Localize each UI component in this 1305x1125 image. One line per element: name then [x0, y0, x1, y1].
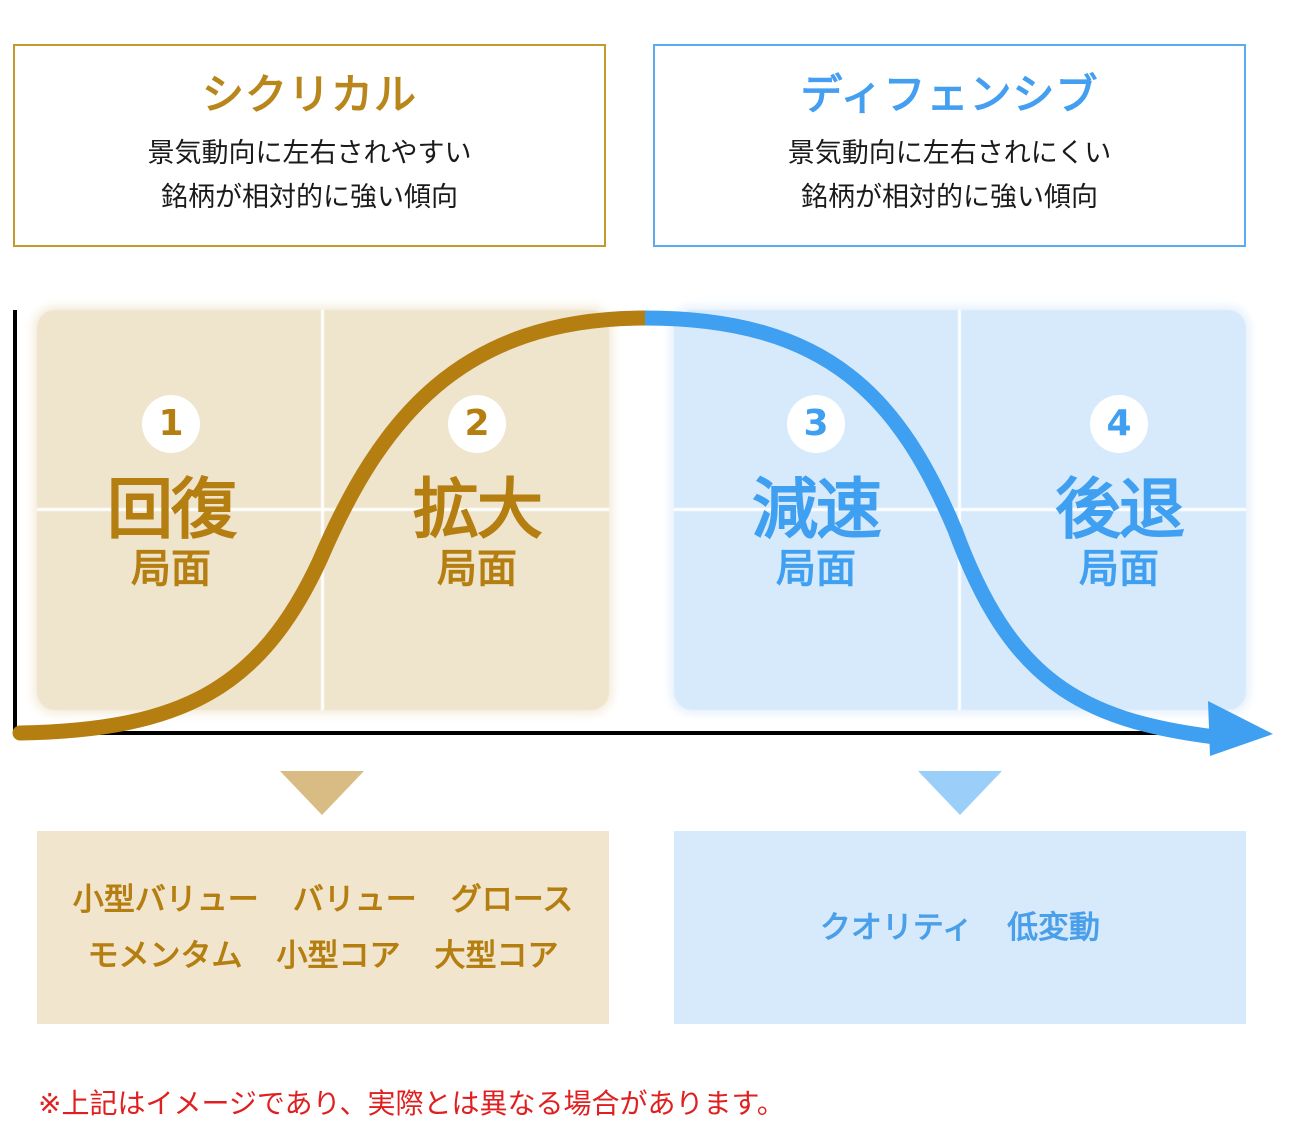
defensive-title: ディフェンシブ	[800, 70, 1099, 119]
defensive-curve	[644, 310, 1216, 745]
factor-row: モメンタム 小型コア 大型コア	[88, 928, 559, 984]
phase-recession: 4 後退 局面	[1019, 395, 1219, 593]
factor-tag: クオリティ	[819, 909, 974, 946]
down-arrow-icon	[280, 771, 364, 815]
defensive-phase-panel	[674, 310, 1246, 710]
phase-expansion: 2 拡大 局面	[377, 395, 577, 593]
panel-divider-horizontal	[37, 508, 609, 511]
factor-tag: バリュー	[292, 881, 417, 918]
factor-tag: グロース	[450, 881, 574, 918]
phase-slowdown: 3 減速 局面	[716, 395, 916, 593]
factor-tag: 小型コア	[276, 937, 401, 974]
phase-name: 拡大	[413, 471, 543, 548]
cyclical-title: シクリカル	[201, 70, 417, 119]
phase-number-badge: 4	[1090, 395, 1148, 453]
cyclical-curve	[12, 310, 653, 741]
phase-recovery: 1 回復 局面	[71, 395, 271, 593]
cyclical-factors-box: 小型バリュー バリュー グロース モメンタム 小型コア 大型コア	[37, 831, 609, 1024]
cyclical-desc-line-1: 景気動向に左右されやすい	[147, 138, 472, 169]
phase-number-badge: 3	[787, 395, 845, 453]
cyclical-desc-line-2: 銘柄が相対的に強い傾向	[161, 182, 458, 213]
factor-tag: 小型バリュー	[72, 881, 259, 918]
phase-name: 減速	[752, 471, 882, 548]
phase-suffix: 局面	[131, 546, 211, 592]
phase-suffix: 局面	[1079, 546, 1159, 592]
phase-number-badge: 2	[448, 395, 506, 453]
phase-name: 回復	[107, 471, 237, 548]
business-cycle-curve	[12, 310, 1273, 756]
panel-divider-horizontal	[674, 508, 1246, 511]
phase-name: 後退	[1055, 471, 1185, 548]
factor-row: クオリティ 低変動	[820, 900, 1100, 956]
cyclical-phase-panel	[37, 310, 609, 710]
disclaimer-note: ※上記はイメージであり、実際とは異なる場合があります。	[38, 1087, 785, 1120]
cyclical-box: シクリカル 景気動向に左右されやすい 銘柄が相対的に強い傾向	[13, 44, 606, 247]
factor-row: 小型バリュー バリュー グロース	[73, 872, 573, 928]
defensive-description: 景気動向に左右されにくい 銘柄が相対的に強い傾向	[655, 132, 1244, 220]
phase-suffix: 局面	[437, 546, 517, 592]
defensive-box: ディフェンシブ 景気動向に左右されにくい 銘柄が相対的に強い傾向	[653, 44, 1246, 247]
defensive-factors-box: クオリティ 低変動	[674, 831, 1246, 1024]
down-arrow-icon	[918, 771, 1002, 815]
defensive-desc-line-1: 景気動向に左右されにくい	[787, 138, 1112, 169]
factor-tag: モメンタム	[87, 937, 243, 974]
factor-tag: 低変動	[1007, 909, 1101, 946]
arrowhead-icon	[1208, 701, 1273, 756]
cyclical-description: 景気動向に左右されやすい 銘柄が相対的に強い傾向	[15, 132, 604, 220]
factor-tag: 大型コア	[434, 937, 559, 974]
phase-number-badge: 1	[142, 395, 200, 453]
phase-suffix: 局面	[776, 546, 856, 592]
defensive-desc-line-2: 銘柄が相対的に強い傾向	[801, 182, 1098, 213]
